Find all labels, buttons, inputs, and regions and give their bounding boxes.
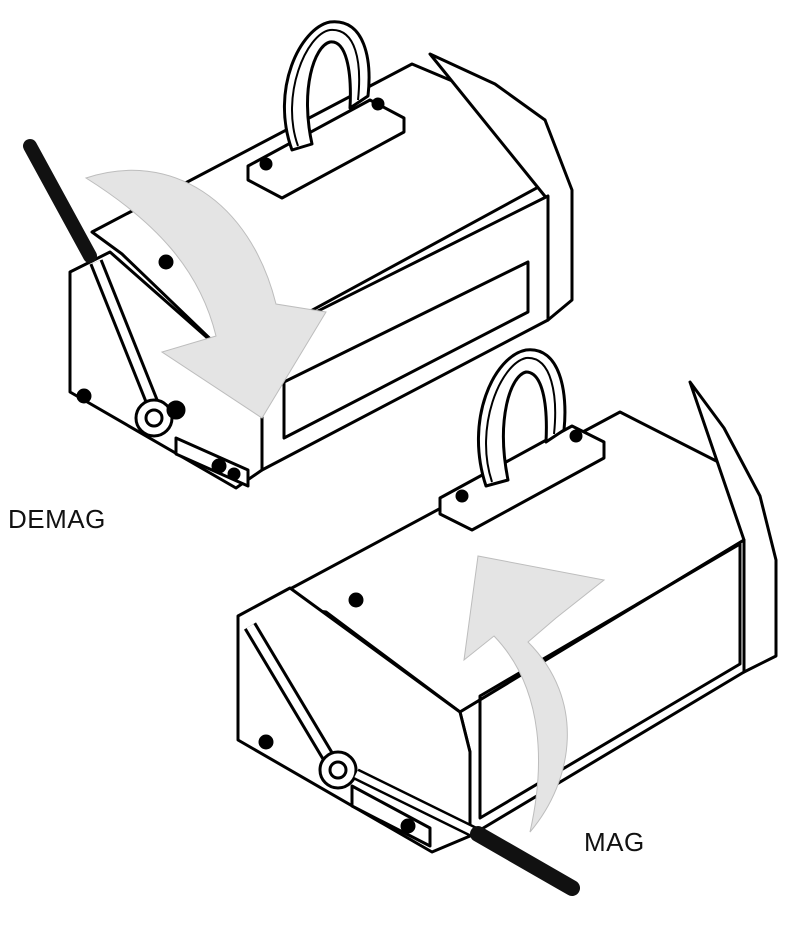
mag-rotation-arrow: [463, 555, 606, 833]
mag-eye-bolt: [569, 429, 583, 443]
mag-lifting-eye-rim: [485, 356, 557, 483]
demag-label: DEMAG: [8, 504, 106, 534]
demag-eye-base: [246, 98, 406, 200]
demag-lever-arm-fill: [92, 260, 156, 404]
mag-lever-arm-fill: [246, 623, 334, 763]
mag-pivot-inner: [328, 760, 348, 780]
mag-handle-grip: [470, 826, 580, 896]
demag-lifting-eye-rim: [291, 28, 361, 147]
demag-eye-bolt: [371, 97, 385, 111]
demag-bolt: [76, 388, 92, 404]
mag-eye-bolt: [455, 489, 469, 503]
mag-label: MAG: [584, 827, 645, 857]
mag-bolt: [400, 818, 416, 834]
demag-pivot-inner: [144, 408, 164, 428]
demag-bolt: [158, 254, 174, 270]
mag-front-panel: [478, 542, 742, 820]
demag-eye-bolt: [259, 157, 273, 171]
mag-bolt: [258, 734, 274, 750]
demag-handle-grip: [23, 139, 97, 263]
mag-lever-extension-fill: [354, 770, 484, 840]
demag-front-panel: [282, 260, 530, 440]
mag-eye-base: [438, 424, 606, 532]
demag-bolt: [211, 458, 227, 474]
mag-bolt: [348, 592, 364, 608]
demag-pivot-cap: [166, 400, 186, 420]
demag-bolt: [227, 467, 241, 481]
demag-rotation-arrow: [84, 169, 327, 419]
mag-end-plate: [236, 586, 472, 854]
